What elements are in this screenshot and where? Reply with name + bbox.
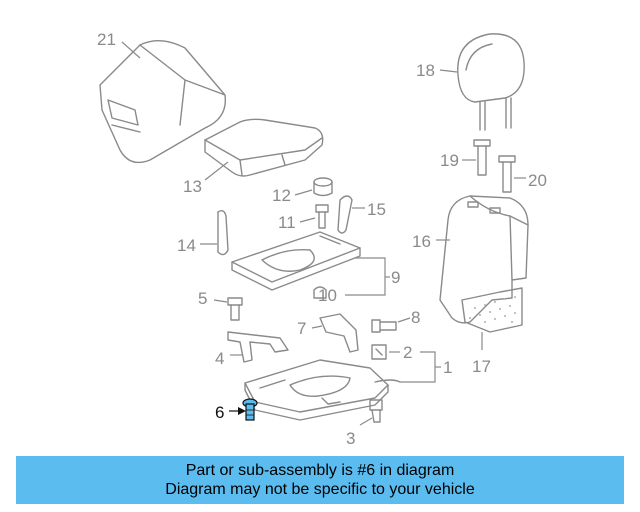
leader-8 — [397, 317, 411, 323]
leader-7 — [311, 325, 323, 329]
part-10-clip — [313, 286, 327, 299]
callout-11: 11 — [278, 213, 296, 232]
info-banner: Part or sub-assembly is #6 in diagram Di… — [16, 456, 624, 504]
callout-2: 2 — [403, 343, 412, 362]
callout-14: 14 — [177, 236, 196, 255]
callout-16: 16 — [412, 232, 431, 251]
part-6-bolt-highlighted[interactable] — [242, 398, 258, 421]
callout-4: 4 — [215, 349, 224, 368]
banner-line-1: Part or sub-assembly is #6 in diagram — [185, 462, 455, 479]
callout-5: 5 — [198, 289, 207, 308]
callout-12: 12 — [272, 186, 291, 205]
part-18-headrest — [457, 33, 525, 131]
leader-13 — [204, 161, 229, 181]
part-5-bolt — [227, 297, 243, 321]
callout-20: 20 — [528, 171, 547, 190]
part-4-bracket — [227, 331, 289, 363]
callout-3: 3 — [346, 429, 355, 448]
callout-7: 7 — [297, 319, 306, 338]
callout-8: 8 — [411, 308, 420, 327]
part-13-armrest-pad — [204, 118, 324, 177]
part-12-cap — [313, 177, 333, 197]
part-21-console-box — [99, 40, 227, 164]
part-15-clip — [337, 195, 353, 234]
callout-19: 19 — [440, 151, 459, 170]
part-16-seat-back — [439, 195, 529, 333]
callout-15: 15 — [367, 200, 386, 219]
banner-line-2: Diagram may not be specific to your vehi… — [165, 481, 475, 498]
callout-6: 6 — [215, 403, 224, 422]
callout-17: 17 — [472, 357, 491, 376]
callout-18: 18 — [416, 61, 435, 80]
callout-10: 10 — [318, 286, 337, 305]
part-14-strap — [217, 209, 229, 256]
leader-18 — [439, 69, 458, 73]
part-9-tray-plate — [231, 231, 361, 291]
callout-21: 21 — [97, 30, 116, 49]
arrow-6 — [238, 407, 246, 415]
parts-diagram: 21 13 12 11 15 14 9 — [97, 30, 547, 448]
leader-21 — [121, 41, 141, 59]
part-20-guide — [498, 155, 516, 193]
callout-13: 13 — [183, 177, 202, 196]
callout-1: 1 — [443, 358, 452, 377]
leader-12 — [294, 189, 313, 196]
leader-9 — [345, 257, 386, 296]
part-2-plate — [371, 344, 387, 360]
part-11-bolt — [315, 204, 329, 229]
callout-9: 9 — [391, 268, 400, 287]
leader-3 — [359, 417, 373, 426]
part-3-bolt — [369, 399, 383, 423]
part-1-base-frame — [244, 359, 401, 421]
leader-5 — [213, 299, 228, 303]
part-19-guide — [473, 139, 491, 176]
part-8-bolt — [371, 319, 397, 333]
leader-11 — [299, 217, 316, 223]
part-7-bracket — [319, 313, 359, 353]
